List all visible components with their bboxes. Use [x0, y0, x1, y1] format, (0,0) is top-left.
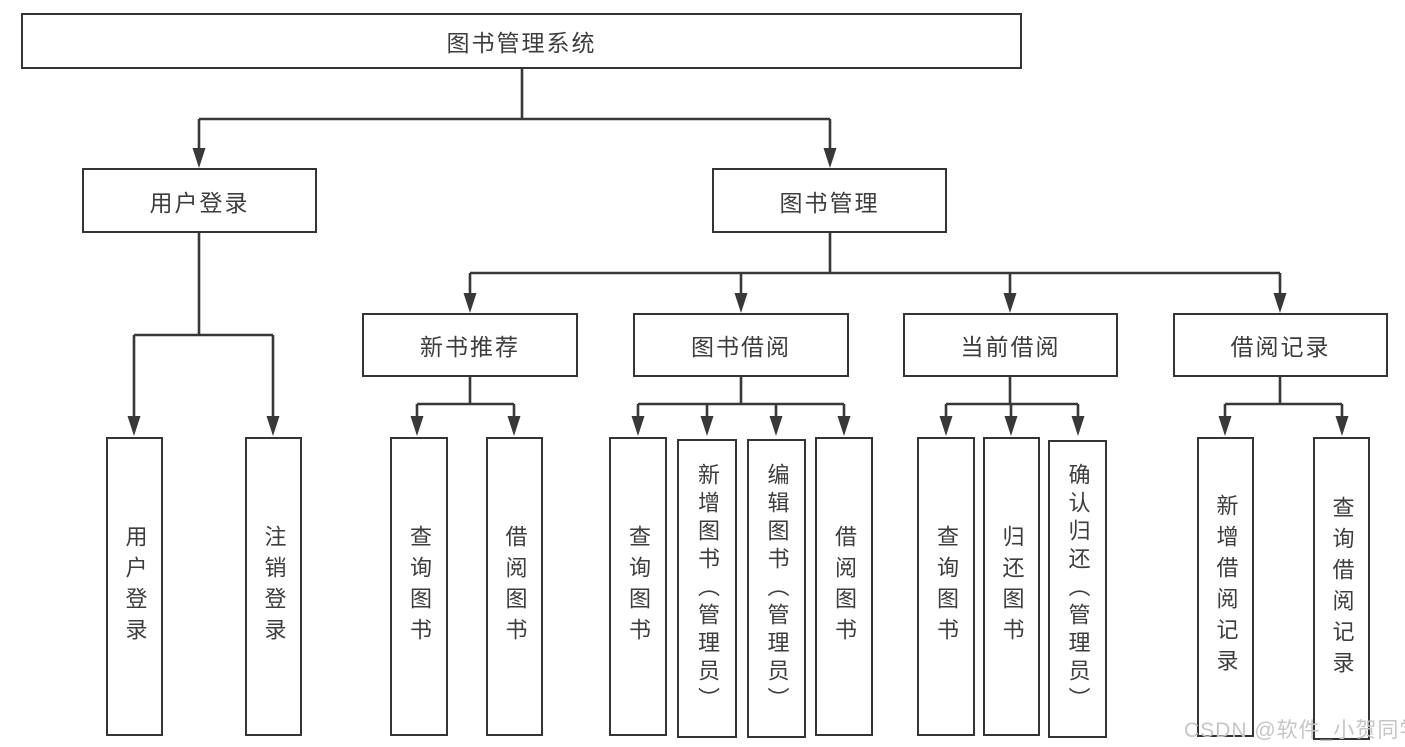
leaf-nbr-borrow-books: 借阅图书 — [486, 437, 543, 736]
arrowhead — [1003, 293, 1017, 313]
node-book-borrow: 图书借阅 — [633, 313, 849, 377]
leaf-br-query-borrow-record: 查询借阅记录 — [1313, 437, 1370, 740]
arrowhead — [769, 416, 783, 436]
arrowhead — [1218, 416, 1232, 436]
leaf-bb-add-book-admin: 新增图书（管理员） — [677, 439, 737, 738]
leaf-logout-login: 注销登录 — [245, 437, 302, 736]
watermark: CSDN @软件_小贺同学 — [1184, 719, 1405, 742]
arrowhead — [734, 293, 748, 313]
arrowhead — [410, 416, 424, 436]
leaf-user-login: 用户登录 — [106, 437, 163, 736]
node-user-login: 用户登录 — [82, 168, 317, 233]
connector-bookmgmt-to-level3 — [463, 233, 1287, 313]
arrowhead — [192, 148, 206, 168]
leaf-bb-borrow-books: 借阅图书 — [815, 437, 873, 736]
node-library-management-system: 图书管理系统 — [21, 13, 1022, 69]
node-new-book-recommend: 新书推荐 — [362, 313, 578, 377]
connector-bookborrow-to-children — [631, 377, 851, 436]
arrowhead — [837, 416, 851, 436]
connector-borrowrecords-to-children — [1218, 377, 1349, 436]
node-borrow-records: 借阅记录 — [1173, 313, 1388, 377]
arrowhead — [507, 416, 521, 436]
leaf-br-add-borrow-record: 新增借阅记录 — [1197, 437, 1254, 737]
connector-userlogin-to-children — [127, 233, 280, 436]
leaf-cb-return-books: 归还图书 — [983, 437, 1040, 736]
node-book-management: 图书管理 — [712, 168, 947, 233]
arrowhead — [266, 416, 280, 436]
arrowhead — [127, 416, 141, 436]
arrowhead — [1004, 416, 1018, 436]
leaf-cb-query-books: 查询图书 — [917, 437, 975, 736]
arrowhead — [463, 293, 477, 313]
leaf-bb-query-books: 查询图书 — [609, 437, 667, 736]
arrowhead — [939, 416, 953, 436]
leaf-bb-edit-book-admin: 编辑图书（管理员） — [747, 439, 806, 738]
arrowhead — [1071, 416, 1085, 436]
leaf-cb-confirm-return-admin: 确认归还（管理员） — [1048, 440, 1107, 738]
arrowhead — [1273, 293, 1287, 313]
arrowhead — [631, 416, 645, 436]
arrowhead — [700, 416, 714, 436]
connector-currentborrow-to-children — [939, 377, 1085, 436]
connector-newbook-to-children — [410, 377, 521, 436]
node-current-borrow: 当前借阅 — [903, 313, 1118, 377]
arrowhead — [823, 148, 837, 168]
arrowhead — [1335, 416, 1349, 436]
leaf-nbr-query-books: 查询图书 — [390, 437, 448, 736]
connector-root-to-level2 — [192, 69, 837, 168]
